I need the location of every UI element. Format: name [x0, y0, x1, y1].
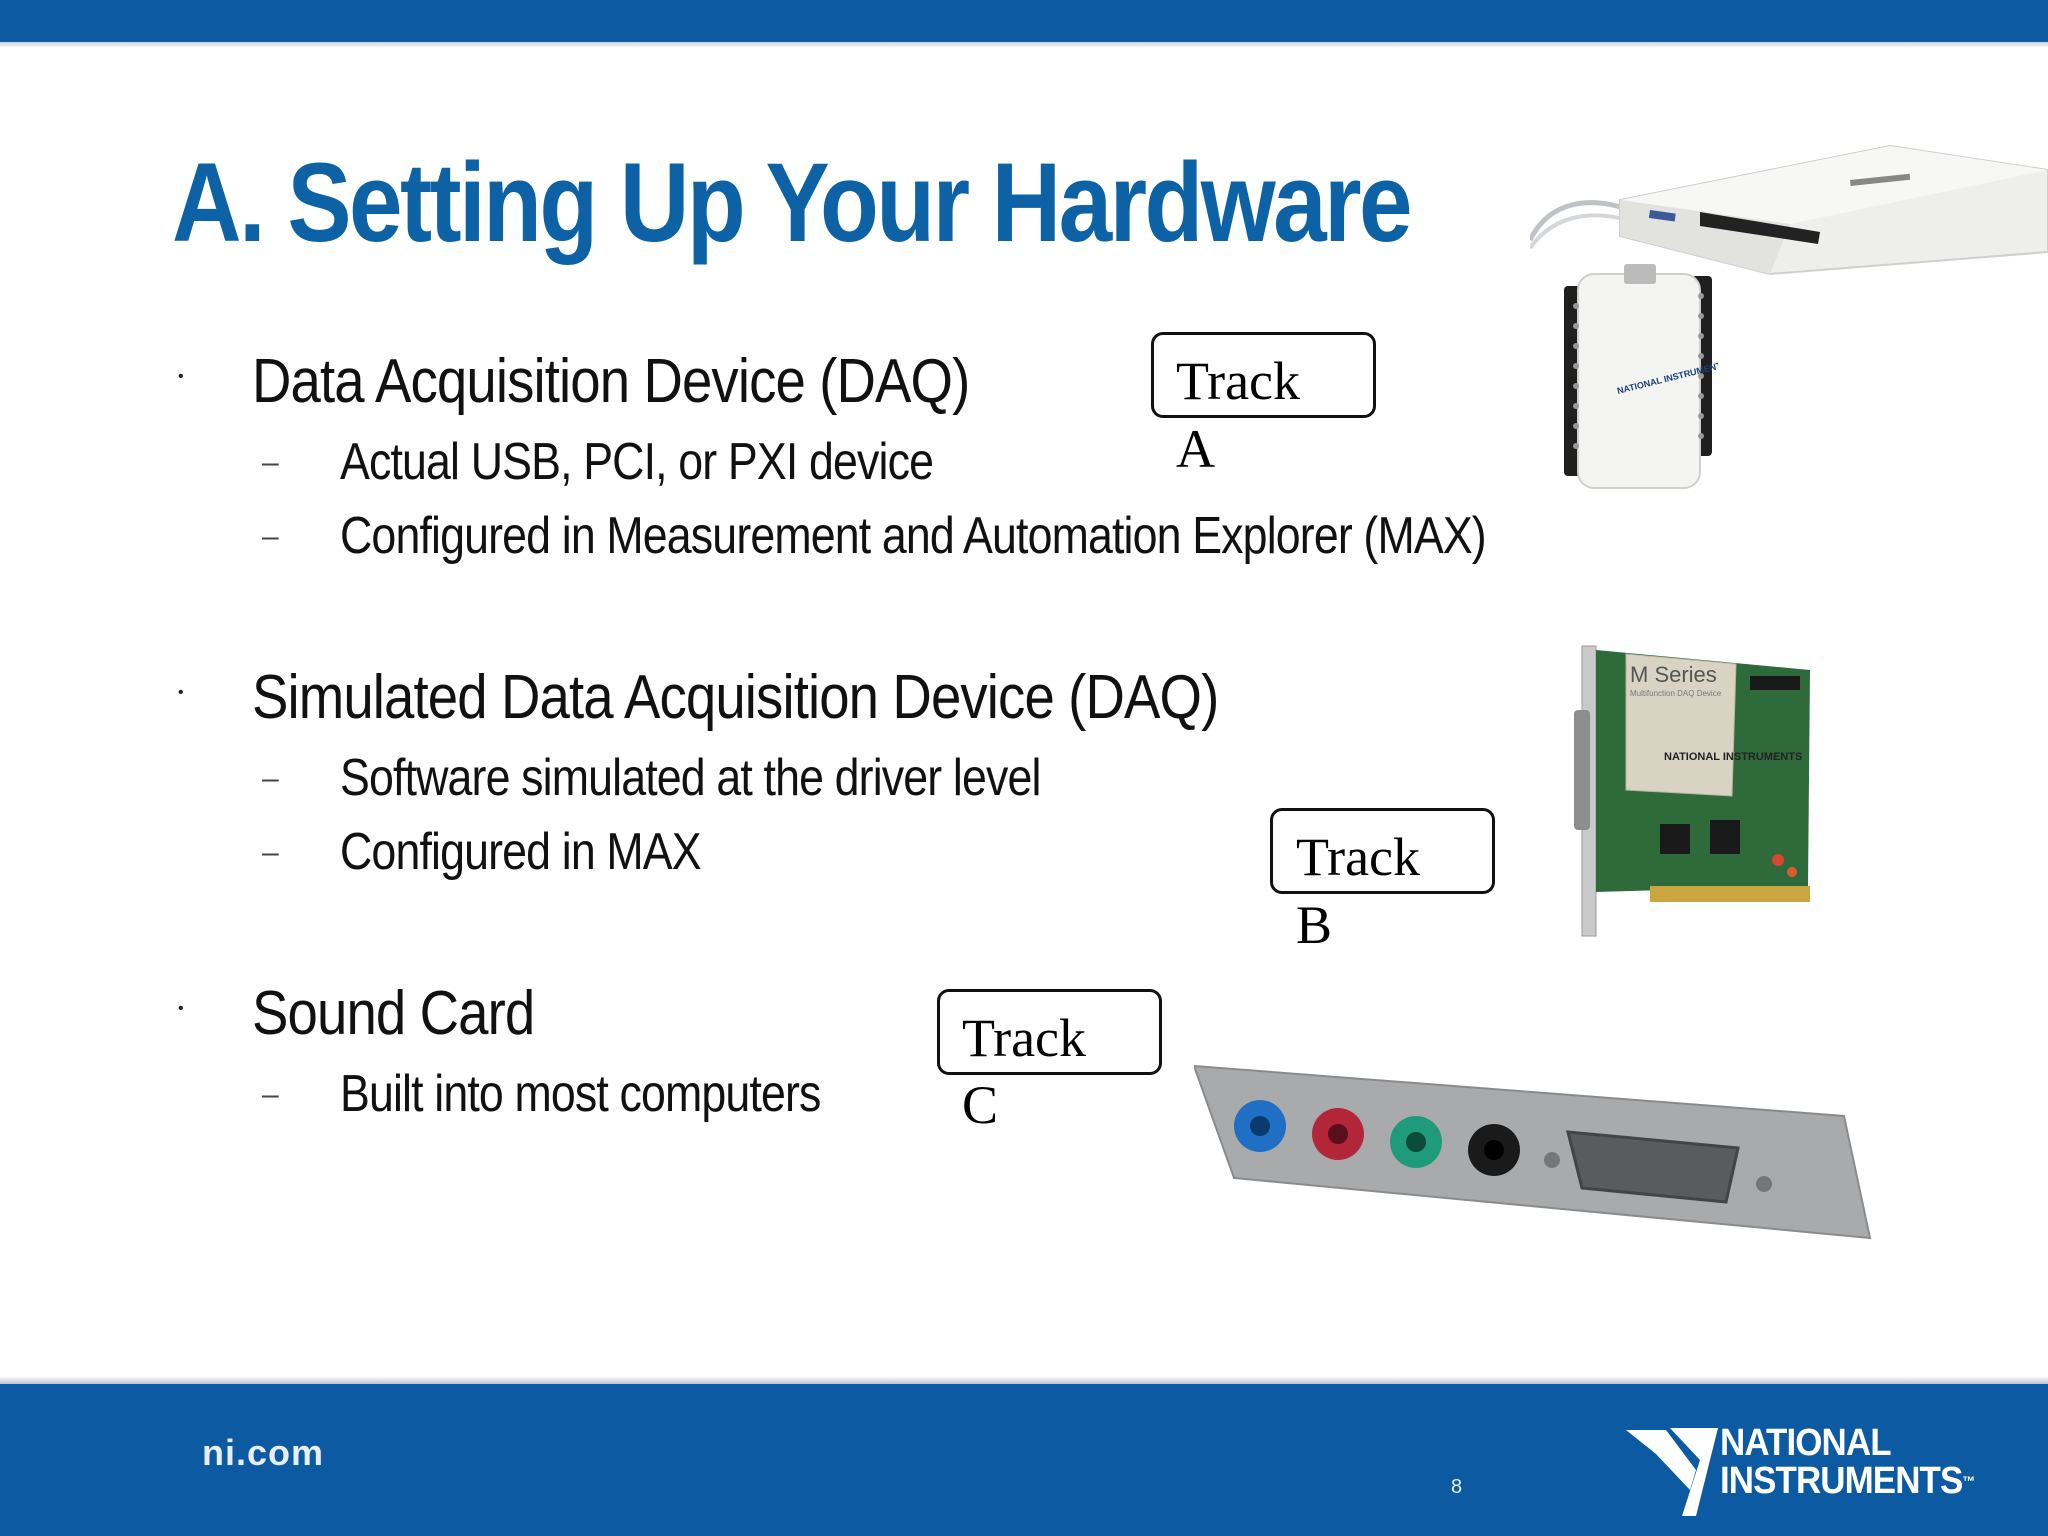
- pci-card-image: M Series Multifunction DAQ Device NATION…: [1574, 645, 1810, 937]
- bottom-banner-shadow: [0, 1376, 2048, 1384]
- bullet-3: •: [178, 1000, 184, 1017]
- slide-title: A. Setting Up Your Hardware: [172, 140, 1413, 265]
- usb-daq-image: NATIONAL INSTRUMENTS: [1564, 264, 1718, 489]
- track-a-letter: A: [1176, 419, 1215, 479]
- item-sound-1: Built into most computers: [340, 1065, 821, 1123]
- item-sim-1: Software simulated at the driver level: [340, 749, 1041, 807]
- heading-daq: Data Acquisition Device (DAQ): [252, 347, 970, 416]
- item-sim-2: Configured in MAX: [340, 823, 702, 881]
- item-daq-2: Configured in Measurement and Automation…: [340, 507, 1487, 565]
- ni-logo-icon: [1626, 1428, 1718, 1516]
- daq-enclosure-image: [1530, 144, 2048, 276]
- pci-card-brand: NATIONAL INSTRUMENTS: [1664, 751, 1802, 763]
- track-c-word: Track: [962, 1008, 1087, 1068]
- pci-card-series: M Series: [1630, 662, 1717, 687]
- top-banner: [0, 0, 2048, 42]
- track-a-word: Track: [1176, 351, 1301, 411]
- heading-simulated-daq: Simulated Data Acquisition Device (DAQ): [252, 663, 1219, 732]
- track-c-box: [937, 989, 1162, 1075]
- track-b-letter: B: [1296, 895, 1333, 955]
- heading-sound-card: Sound Card: [252, 979, 535, 1048]
- ni-logo-text: NATIONAL INSTRUMENTS™: [1720, 1422, 1975, 1502]
- bullet-2: •: [178, 684, 184, 701]
- top-banner-shadow: [0, 42, 2048, 48]
- track-b-box: [1270, 808, 1495, 894]
- dash-2b: –: [262, 836, 279, 869]
- bullet-1: •: [178, 368, 184, 385]
- track-b-word: Track: [1296, 827, 1421, 887]
- page-number: 8: [1451, 1476, 1463, 1498]
- ni-logo-line1: NATIONAL: [1720, 1422, 1892, 1464]
- track-c-letter: C: [962, 1075, 999, 1135]
- track-a-box: [1151, 332, 1376, 418]
- dash-1b: –: [262, 520, 279, 553]
- dash-2a: –: [262, 762, 279, 795]
- dash-1a: –: [262, 446, 279, 479]
- ni-logo-tm: ™: [1962, 1473, 1975, 1489]
- ni-logo-line2: INSTRUMENTS: [1720, 1460, 1963, 1502]
- dash-3a: –: [262, 1078, 279, 1111]
- game-port-icon: [1566, 1130, 1740, 1204]
- item-daq-1: Actual USB, PCI, or PXI device: [340, 433, 934, 491]
- pci-card-sub: Multifunction DAQ Device: [1630, 689, 1722, 698]
- sound-card-bracket-image: [1194, 1064, 1872, 1240]
- footer-site: ni.com: [202, 1432, 325, 1473]
